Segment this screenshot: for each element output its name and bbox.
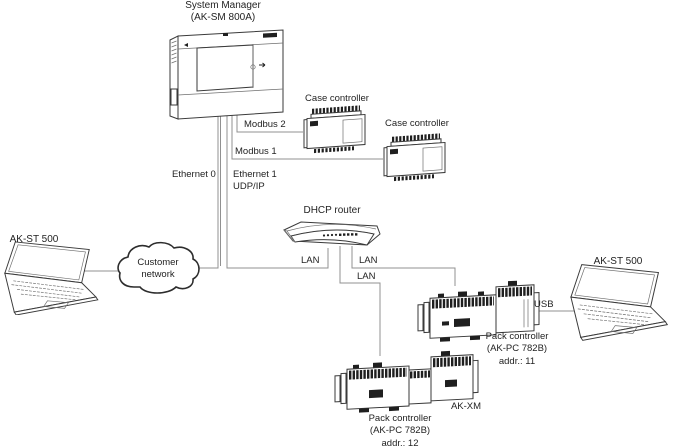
laptop-left-device bbox=[0, 241, 114, 315]
lan-bottom-wire bbox=[339, 246, 381, 356]
system-manager-device bbox=[163, 27, 287, 123]
pack-controller-12-device bbox=[333, 348, 485, 418]
pack-controller-11-label: Pack controller (AK-PC 782B) addr.: 11 bbox=[485, 331, 549, 367]
modbus1-wire bbox=[231, 108, 383, 160]
modbus2-label: Modbus 2 bbox=[244, 119, 286, 130]
ethernet0-wire bbox=[199, 108, 219, 269]
pack-controller-11-device bbox=[416, 279, 542, 351]
lan-left-label: LAN bbox=[301, 255, 320, 266]
modbus1-label: Modbus 1 bbox=[235, 146, 277, 157]
case-controller-top-device bbox=[301, 103, 371, 159]
case-controller-bottom-device bbox=[381, 131, 451, 187]
laptop-right-label: AK-ST 500 bbox=[593, 256, 643, 267]
lan-bottom-label: LAN bbox=[357, 271, 376, 282]
ethernet0-label: Ethernet 0 bbox=[172, 169, 216, 180]
ak-xm-label: AK-XM bbox=[450, 401, 482, 412]
ethernet1-wire bbox=[226, 108, 329, 269]
case-controller-top-label: Case controller bbox=[305, 93, 369, 104]
modbus2-wire bbox=[236, 108, 303, 133]
system-manager-label: System Manager (AK-SM 800A) bbox=[185, 0, 261, 23]
case-controller-bottom-label: Case controller bbox=[385, 118, 449, 129]
dhcp-router-device bbox=[281, 214, 383, 252]
ethernet1-label: Ethernet 1 UDP/IP bbox=[233, 169, 277, 192]
pack-controller-12-label: Pack controller (AK-PC 782B) addr.: 12 bbox=[368, 413, 432, 446]
lan-right-wire bbox=[351, 246, 456, 286]
laptop-left-label: AK-ST 500 bbox=[9, 234, 59, 245]
usb-label: USB bbox=[534, 299, 554, 310]
customer-network-label: Customer network bbox=[137, 257, 179, 280]
customer-network-cloud bbox=[112, 239, 204, 299]
dhcp-router-label: DHCP router bbox=[303, 205, 361, 216]
lan-right-label: LAN bbox=[359, 255, 378, 266]
laptop-right-device bbox=[566, 254, 684, 350]
